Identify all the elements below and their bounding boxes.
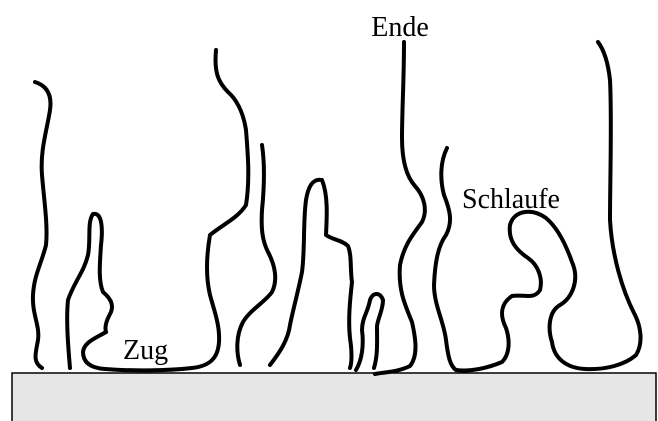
label-zug: Zug <box>123 335 168 366</box>
label-ende: Ende <box>371 12 429 43</box>
polymer-chain-5 <box>270 180 352 368</box>
polymer-chain-2 <box>67 214 112 368</box>
substrate <box>12 373 656 421</box>
polymer-chain-7-ende <box>375 42 425 374</box>
polymer-chain-4 <box>237 145 275 365</box>
polymer-chain-1 <box>33 82 51 368</box>
polymer-chain-8 <box>434 148 456 370</box>
label-schlaufe: Schlaufe <box>462 184 560 215</box>
polymer-chain-6 <box>356 294 383 370</box>
